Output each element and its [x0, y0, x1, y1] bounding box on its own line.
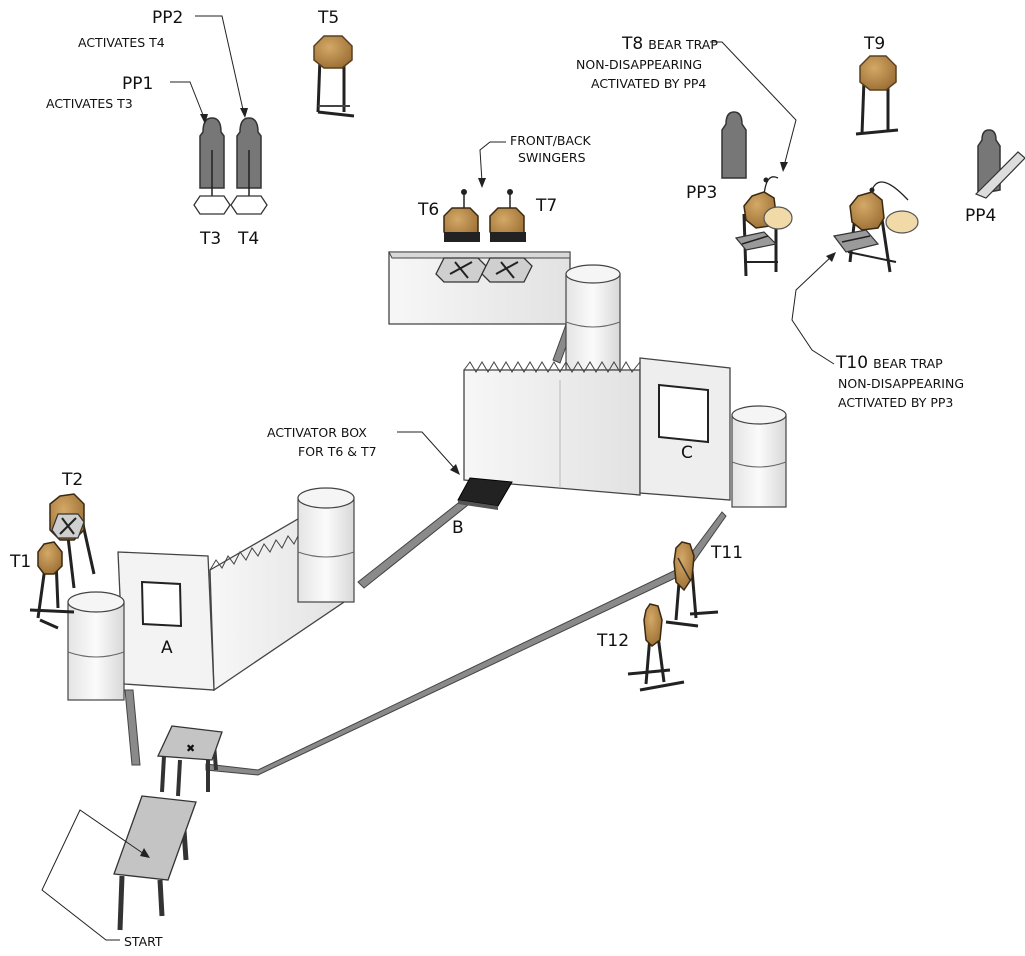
table-small: ✖ [157, 725, 223, 797]
barrel-stack-center [565, 264, 621, 371]
wall-c [463, 357, 731, 501]
leader-swingers-arrow [478, 178, 486, 188]
label-t8-line2: NON-DISAPPEARING [576, 57, 703, 72]
label-pp1: PP1 [122, 74, 154, 94]
label-activator-2: FOR T6 & T7 [298, 444, 377, 459]
fault-line-path [124, 277, 727, 776]
label-t8: T8 BEAR TRAP [622, 36, 718, 53]
leader-t8 [710, 41, 797, 167]
label-front-back: FRONT/BACK [510, 133, 591, 148]
target-t2 [49, 493, 96, 589]
label-t7: T7 [536, 196, 558, 216]
leader-activator-arrow [450, 464, 460, 475]
barrel-stack-a-left [67, 591, 125, 701]
label-t9: T9 [864, 34, 886, 54]
label-t8-tail: BEAR TRAP [648, 37, 718, 52]
leader-activator [397, 431, 457, 471]
target-t5 [313, 35, 355, 118]
table-start [113, 795, 197, 931]
label-activator-1: ACTIVATOR BOX [267, 425, 367, 440]
target-t11 [665, 541, 719, 628]
bear-trap-t10 [832, 181, 919, 273]
label-t10-main: T10 [836, 353, 869, 373]
label-t2: T2 [62, 470, 84, 490]
label-pp2-sub: ACTIVATES T4 [78, 35, 165, 50]
label-t12: T12 [597, 631, 630, 651]
leader-t10-arrow [826, 252, 836, 262]
popper-pp3 [721, 111, 747, 179]
label-b: B [452, 518, 464, 538]
label-t4: T4 [238, 229, 260, 249]
leader-t10 [791, 255, 835, 365]
leader-pp2 [195, 15, 245, 115]
label-t10-line2: NON-DISAPPEARING [838, 376, 965, 391]
leader-start [41, 809, 145, 941]
label-t11: T11 [711, 543, 744, 563]
target-t9 [855, 55, 899, 136]
label-a: A [161, 638, 173, 658]
target-t12 [627, 603, 685, 692]
label-t8-line3: ACTIVATED BY PP4 [591, 76, 707, 91]
leader-t8-arrow [780, 162, 788, 172]
barrel-stack-a-right [297, 487, 355, 603]
leader-pp1-arrow [200, 114, 208, 124]
label-pp4: PP4 [965, 206, 997, 226]
svg-text:✖: ✖ [186, 742, 195, 755]
popper-pp2 [230, 117, 268, 215]
label-pp1-sub: ACTIVATES T3 [46, 96, 133, 111]
barrel-stack-c [731, 405, 787, 508]
label-pp2: PP2 [152, 8, 184, 28]
leader-start-arrow [140, 848, 150, 858]
target-t1 [29, 541, 75, 630]
label-pp3: PP3 [686, 183, 718, 203]
leader-swingers [479, 141, 506, 183]
label-t6: T6 [418, 200, 440, 220]
swinger-t6 [435, 189, 487, 283]
bear-trap-t8 [734, 176, 793, 277]
label-t5: T5 [318, 8, 340, 28]
label-t8-main: T8 [622, 34, 644, 54]
leader-pp2-arrow [240, 108, 248, 118]
label-t3: T3 [200, 229, 222, 249]
label-c: C [681, 443, 693, 463]
activator-box-b [457, 477, 513, 510]
label-t10: T10 BEAR TRAP [836, 355, 943, 372]
swinger-t7 [481, 189, 533, 283]
label-t10-tail: BEAR TRAP [873, 356, 943, 371]
label-start: START [124, 934, 163, 949]
label-swingers: SWINGERS [518, 150, 586, 165]
popper-pp1 [193, 117, 231, 215]
label-t1: T1 [10, 552, 32, 572]
popper-pp4 [974, 129, 1025, 199]
leader-pp1 [170, 81, 206, 121]
label-t10-line3: ACTIVATED BY PP3 [838, 395, 954, 410]
